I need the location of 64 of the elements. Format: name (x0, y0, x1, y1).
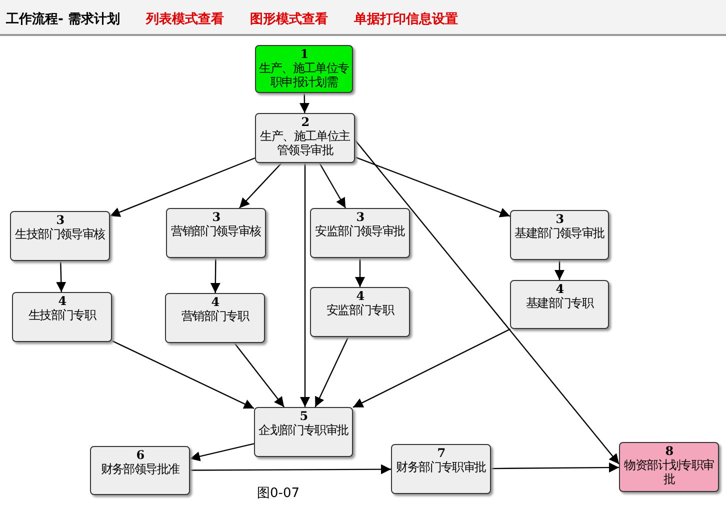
step-number: 3 (211, 211, 221, 224)
arrow (491, 462, 619, 473)
step-text: 企划部门专职审批 (258, 423, 349, 437)
figure-caption: 图0-07 (257, 485, 300, 502)
process-box (166, 208, 266, 258)
step-text: 物资部计划专职审批 (623, 458, 715, 486)
view-link: 单据打印信息设置 (354, 11, 458, 28)
process-box (255, 113, 355, 163)
arrow (354, 156, 510, 218)
arrow (190, 464, 391, 474)
arrow (352, 328, 511, 408)
process-box (310, 208, 410, 258)
view-link: 图形模式查看 (250, 11, 328, 28)
arrow (318, 162, 346, 208)
step-number: 5 (298, 410, 308, 423)
arrow (234, 342, 285, 408)
step-number: 4 (355, 290, 366, 303)
process-box (510, 280, 609, 329)
step-number: 6 (135, 449, 145, 462)
process-box (310, 287, 410, 337)
process-box (619, 442, 719, 492)
page-title: 工作流程- 需求计划 (6, 10, 120, 28)
arrow (300, 163, 310, 407)
step-text: 生技部门专职 (27, 308, 98, 322)
process-box (510, 210, 609, 260)
step-number: 3 (554, 213, 564, 226)
view-link: 列表模式查看 (146, 11, 224, 28)
step-number: 7 (436, 447, 446, 460)
process-box (255, 45, 353, 93)
process-box (165, 293, 265, 343)
arrow (190, 443, 254, 462)
step-text: 基建部门专职 (524, 296, 595, 310)
step-text: 营销部门专职 (180, 309, 250, 323)
step-text: 财务部领导批准 (100, 462, 180, 476)
arrow (238, 162, 282, 208)
step-text: 生技部门领导审核 (14, 227, 106, 241)
step-number: 3 (355, 211, 365, 224)
step-number: 4 (210, 296, 220, 309)
arrow (554, 260, 564, 280)
arrow (110, 157, 256, 217)
process-box (254, 407, 353, 457)
step-number: 4 (554, 283, 565, 296)
process-box (90, 446, 190, 495)
step-text: 安监部门领导审批 (314, 224, 406, 238)
step-text: 营销部门领导审核 (170, 224, 262, 238)
step-text: 生产、施工单位专职申报计划需 (259, 61, 349, 89)
step-number: 4 (57, 295, 68, 308)
process-box (391, 444, 491, 494)
step-number: 3 (55, 214, 65, 227)
arrow (210, 258, 220, 293)
process-box (12, 292, 112, 342)
step-text: 安监部门专职 (325, 303, 396, 317)
arrow (355, 258, 365, 287)
step-text: 财务部门专职审批 (395, 460, 487, 474)
step-number: 8 (664, 445, 674, 458)
arrow (354, 140, 620, 464)
step-text: 基建部门领导审批 (514, 226, 605, 240)
step-number: 1 (299, 48, 309, 61)
step-text: 生产、施工单位主管领导审批 (259, 129, 351, 157)
arrow (112, 340, 254, 409)
step-number: 2 (300, 116, 310, 129)
arrow (56, 260, 66, 292)
arrow (300, 93, 310, 114)
process-box (10, 211, 110, 261)
